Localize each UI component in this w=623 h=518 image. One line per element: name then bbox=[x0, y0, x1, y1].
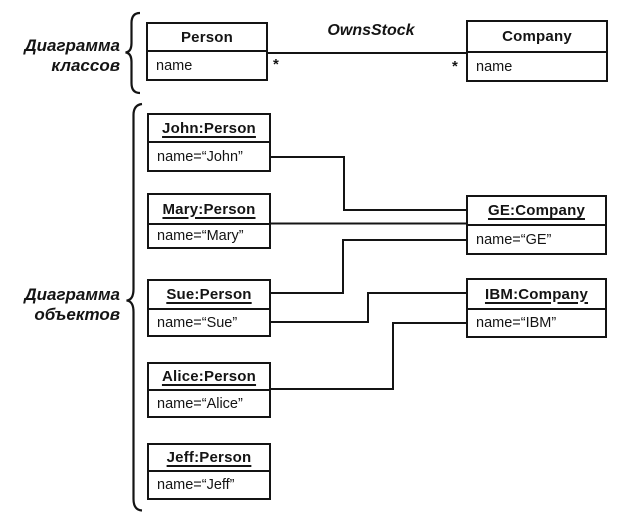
class-diagram-brace bbox=[125, 11, 141, 95]
link-sue-ibm bbox=[271, 292, 466, 323]
object-title-jeff: Jeff:Person bbox=[149, 445, 269, 472]
object-title-john: John:Person bbox=[149, 115, 269, 143]
object-attribute-jeff: name=“Jeff” bbox=[157, 477, 235, 493]
object-title-mary: Mary:Person bbox=[149, 195, 269, 225]
association-name-label: OwnsStock bbox=[327, 22, 415, 39]
class-diagram-label-line2: классов bbox=[51, 56, 120, 76]
object-attribute-ge: name=“GE” bbox=[476, 231, 552, 248]
object-diagram-label: Диаграмма объектов bbox=[2, 285, 120, 325]
link-sue-ge bbox=[271, 239, 466, 294]
object-box-jeff: Jeff:Person name=“Jeff” bbox=[147, 443, 271, 500]
multiplicity-person-end: * bbox=[273, 56, 279, 73]
object-box-ibm: IBM:Company name=“IBM” bbox=[466, 278, 607, 338]
class-box-company: Company name bbox=[466, 20, 608, 82]
object-box-alice: Alice:Person name=“Alice” bbox=[147, 362, 271, 418]
object-box-ge: GE:Company name=“GE” bbox=[466, 195, 607, 255]
object-diagram-brace bbox=[126, 102, 143, 512]
class-box-person: Person name bbox=[146, 22, 268, 81]
class-title-person: Person bbox=[148, 24, 266, 52]
object-title-ge: GE:Company bbox=[468, 197, 605, 226]
object-diagram-label-line2: объектов bbox=[34, 305, 120, 325]
object-title-alice: Alice:Person bbox=[149, 364, 269, 391]
object-attribute-sue: name=“Sue” bbox=[157, 314, 238, 331]
link-john-ge bbox=[271, 156, 466, 211]
object-box-mary: Mary:Person name=“Mary” bbox=[147, 193, 271, 249]
object-title-sue: Sue:Person bbox=[149, 281, 269, 310]
object-title-ibm: IBM:Company bbox=[468, 280, 605, 310]
multiplicity-company-end: * bbox=[452, 58, 458, 75]
class-attribute-person: name bbox=[156, 57, 193, 74]
object-attribute-ibm: name=“IBM” bbox=[476, 315, 557, 331]
class-title-company: Company bbox=[468, 22, 606, 53]
object-diagram-label-line1: Диаграмма bbox=[24, 285, 120, 304]
class-attribute-company: name bbox=[476, 58, 513, 75]
object-attribute-mary: name=“Mary” bbox=[157, 228, 244, 244]
class-diagram-label-line1: Диаграмма bbox=[24, 36, 120, 55]
object-attribute-john: name=“John” bbox=[157, 148, 243, 165]
object-box-sue: Sue:Person name=“Sue” bbox=[147, 279, 271, 337]
link-alice-ibm bbox=[271, 322, 466, 390]
object-attribute-alice: name=“Alice” bbox=[157, 395, 243, 412]
class-diagram-label: Диаграмма классов bbox=[2, 36, 120, 76]
object-box-john: John:Person name=“John” bbox=[147, 113, 271, 172]
